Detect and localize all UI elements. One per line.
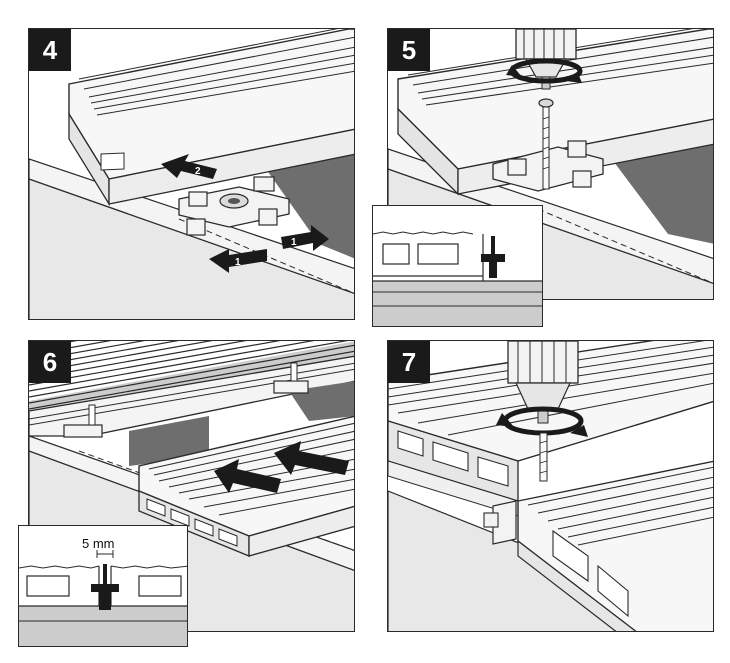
step-number-badge: 7	[388, 341, 430, 383]
step-4-illustration: 2 1 1	[29, 29, 354, 319]
step-6-detail-inset	[18, 525, 188, 647]
deck-clip	[492, 500, 517, 545]
screw-icon	[538, 98, 554, 190]
push-arrow-right-icon	[274, 441, 349, 475]
arrow-1-left-label: 1	[235, 257, 241, 268]
step-4-panel: 4	[28, 28, 355, 320]
step-7-illustration	[388, 341, 713, 631]
step-6-illustration	[29, 341, 354, 631]
step-number-badge: 5	[388, 29, 430, 71]
step-7-panel: 7	[387, 340, 714, 632]
arrow-1-left-icon	[209, 249, 267, 273]
step-6-panel: 6	[28, 340, 355, 632]
step-5-detail-inset	[372, 205, 543, 327]
arrow-1-right-label: 1	[291, 237, 297, 248]
arrow-1-right-icon	[281, 225, 329, 251]
push-arrow-left-icon	[214, 459, 281, 493]
gap-measurement-label: 5 mm	[82, 536, 115, 551]
screw-icon	[539, 432, 548, 482]
drill-icon	[506, 29, 583, 90]
step-number-badge: 6	[29, 341, 71, 383]
drill-icon	[496, 341, 588, 437]
arrow-2-icon	[161, 154, 217, 179]
arrow-2-label: 2	[195, 166, 201, 177]
deck-clip	[178, 176, 290, 236]
step-number-badge: 4	[29, 29, 71, 71]
